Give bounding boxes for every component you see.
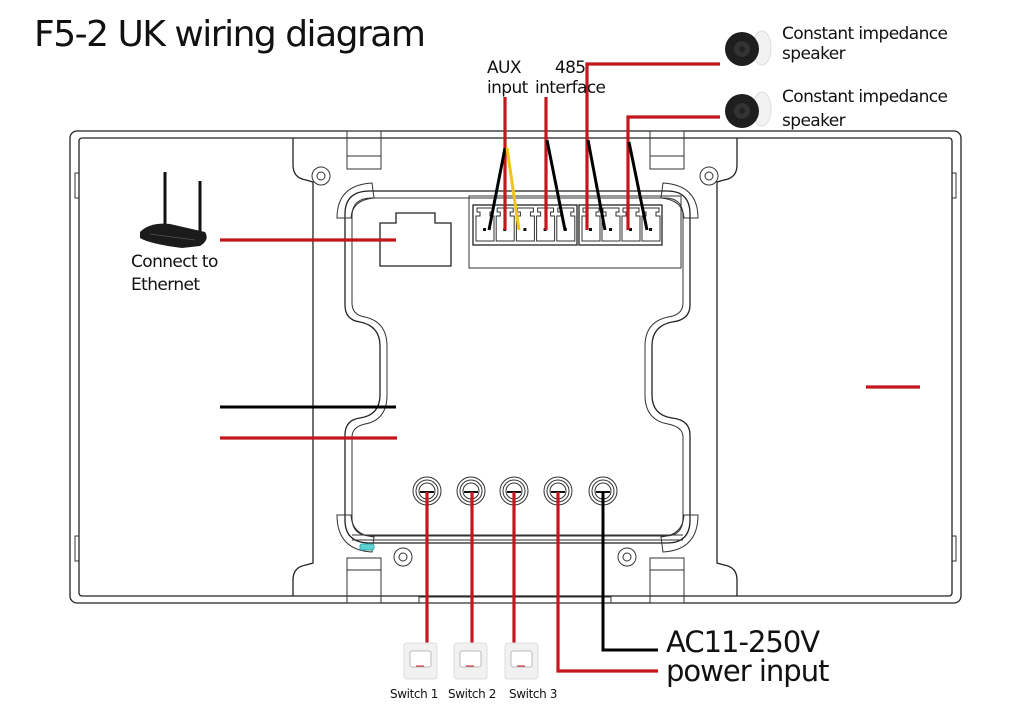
terminal-block-right bbox=[578, 204, 663, 246]
terminal-block-left bbox=[472, 204, 578, 246]
aux-input-label: AUX input bbox=[487, 58, 528, 98]
module-outline bbox=[344, 190, 691, 544]
wall-switch-icon bbox=[453, 642, 488, 680]
clip-right-bottom bbox=[952, 535, 957, 562]
tab-top-right bbox=[649, 130, 685, 170]
ethernet-port bbox=[379, 212, 452, 267]
router-icon bbox=[140, 172, 207, 248]
speaker1-wire-red bbox=[585, 62, 720, 230]
speaker-icon bbox=[725, 91, 772, 128]
power-voltage-label: AC11-250V bbox=[666, 625, 820, 659]
clip-left-top bbox=[74, 172, 79, 199]
wall-switch-icon bbox=[403, 642, 438, 680]
switch-1-label: Switch 1 bbox=[390, 687, 438, 701]
terminal-pins bbox=[475, 207, 661, 242]
screw-icon bbox=[699, 166, 719, 186]
switch-2-label: Switch 2 bbox=[448, 687, 496, 701]
status-indicator bbox=[359, 543, 375, 551]
terminal-pin bbox=[621, 207, 641, 242]
speaker-icon bbox=[725, 30, 772, 66]
speaker2-wire-black bbox=[627, 141, 649, 231]
screw-icon bbox=[393, 547, 413, 567]
speaker-2-label: Constant impedance speaker bbox=[782, 87, 948, 131]
tab-bottom-left bbox=[346, 557, 382, 604]
corner-bumper bbox=[336, 514, 375, 553]
switch-3-label: Switch 3 bbox=[509, 687, 557, 701]
clip-right-top bbox=[952, 172, 957, 199]
corner-bumper bbox=[336, 182, 375, 219]
terminal-pin bbox=[601, 207, 621, 242]
screw-icon bbox=[311, 166, 331, 186]
power-neutral-wire bbox=[601, 492, 658, 652]
wires bbox=[220, 62, 920, 673]
rs485-interface-label: 485 interface bbox=[535, 58, 606, 98]
mounting-plate bbox=[292, 138, 738, 596]
clip-left-bottom bbox=[74, 535, 79, 562]
corner-bumper bbox=[660, 514, 699, 553]
diagram-title: F5-2 UK wiring diagram bbox=[34, 14, 426, 55]
corner-bumper bbox=[660, 182, 699, 219]
tab-bottom-right bbox=[649, 557, 685, 604]
speaker1-wire-black bbox=[586, 139, 607, 231]
screw-icon bbox=[617, 547, 637, 567]
switch-icons bbox=[403, 642, 539, 680]
speaker2-wire-red bbox=[626, 115, 720, 230]
wall-switch-icon bbox=[504, 642, 539, 680]
aux-wire-black bbox=[487, 147, 507, 231]
power-live-wire bbox=[556, 492, 658, 673]
module-body bbox=[336, 182, 699, 553]
module-inner-outline bbox=[351, 197, 684, 537]
terminal-housing bbox=[468, 195, 682, 269]
aux-wire-yellow bbox=[505, 147, 521, 231]
speaker-1-label: Constant impedance speaker bbox=[782, 24, 948, 64]
terminal-pin bbox=[641, 207, 661, 242]
ethernet-label: Connect to Ethernet bbox=[131, 252, 218, 295]
rs485-wire-black bbox=[545, 139, 567, 231]
power-input-label: power input bbox=[666, 654, 829, 688]
terminal-pin bbox=[515, 207, 535, 242]
terminal-pin bbox=[556, 207, 576, 242]
terminal-pin bbox=[581, 207, 601, 242]
tab-top-left bbox=[346, 130, 382, 170]
